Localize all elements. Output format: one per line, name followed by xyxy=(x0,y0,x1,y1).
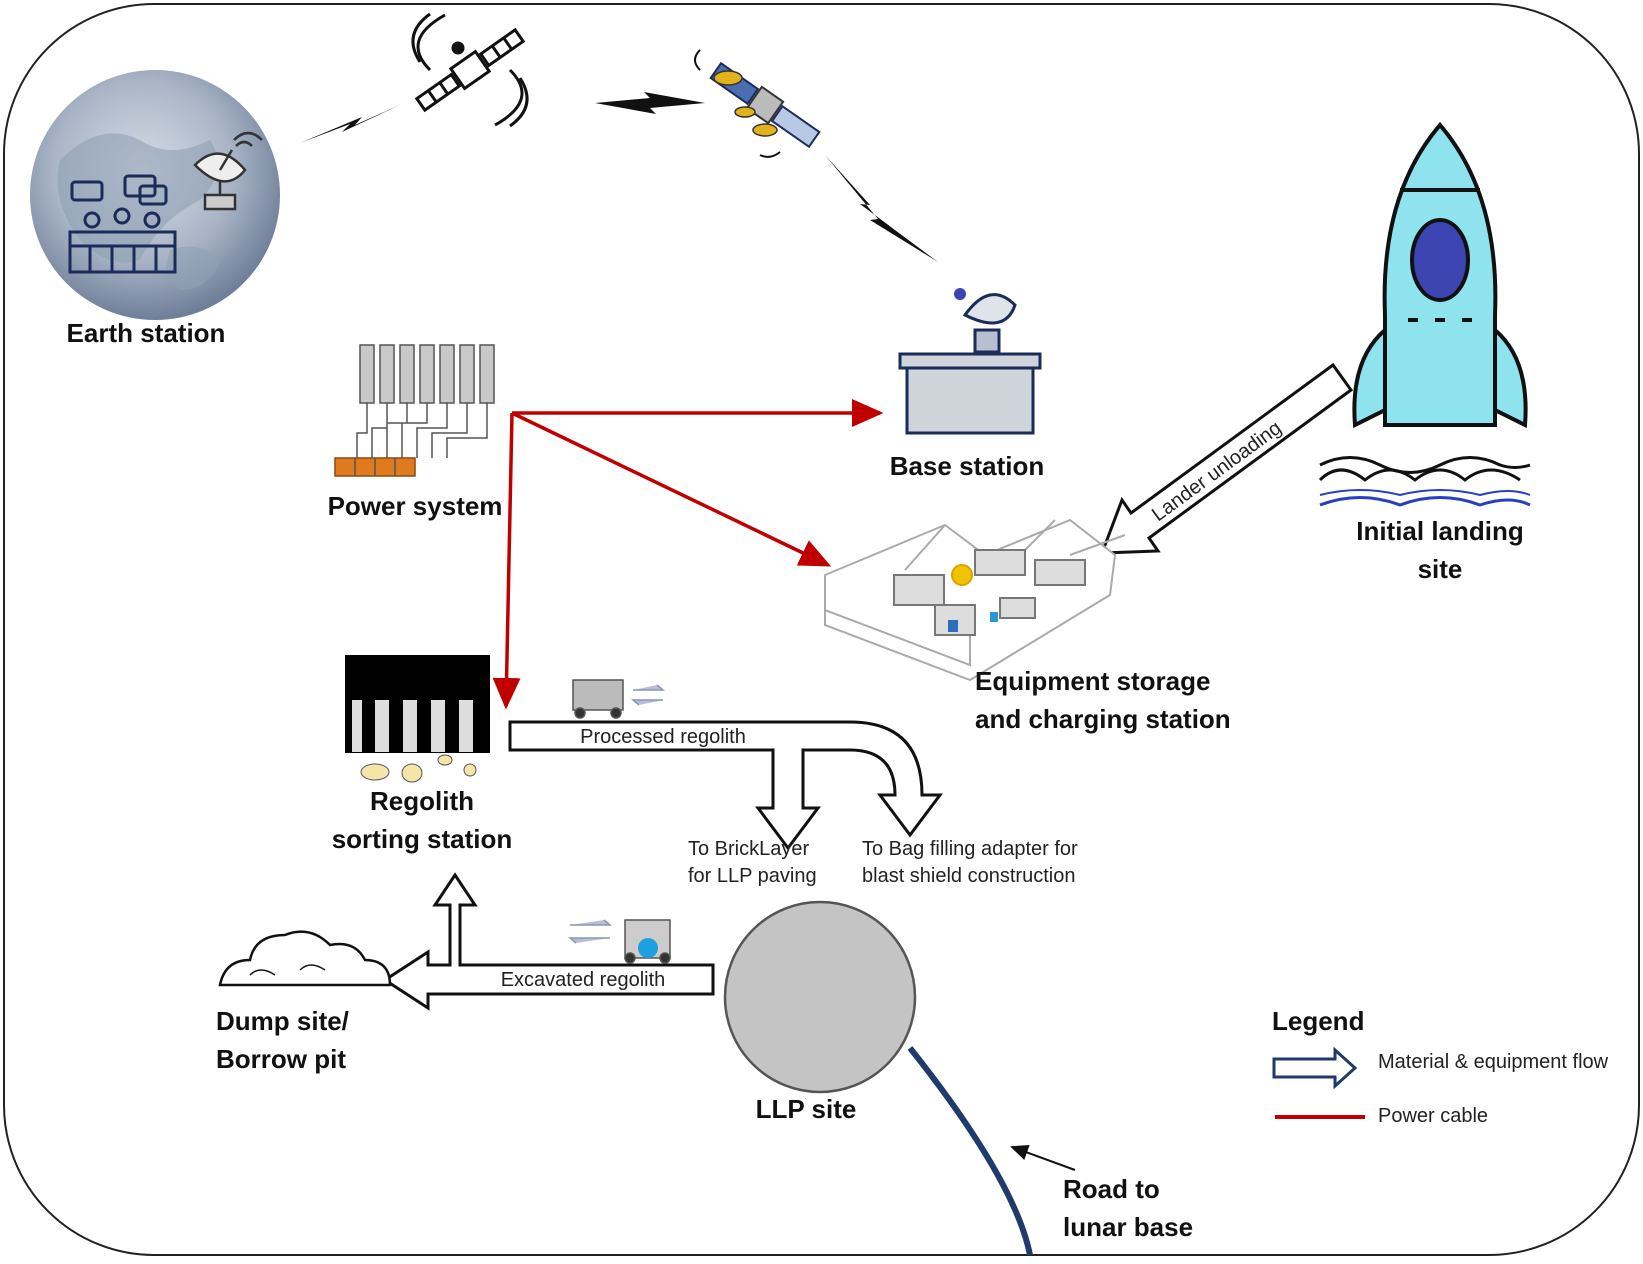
base-station-label: Base station xyxy=(890,451,1045,481)
dump-pile-icon xyxy=(218,930,392,987)
road-to-lunar-base xyxy=(907,1046,1033,1256)
solar-panel-array-icon xyxy=(334,344,495,477)
to-bag-filling-label-line2: blast shield construction xyxy=(862,865,1075,887)
lightning-link-icon xyxy=(300,92,938,262)
regolith-sorter-icon xyxy=(345,655,490,783)
road-label: Road to xyxy=(1063,1174,1160,1204)
initial-landing-site-label: Initial landing xyxy=(1356,516,1524,546)
excavated-regolith-flow-arrow xyxy=(382,872,715,1011)
initial-landing-site-label-line2: site xyxy=(1418,554,1463,584)
legend: Legend Material & equipment flow Power c… xyxy=(1272,1006,1609,1127)
legend-flow-arrow-icon xyxy=(1272,1046,1358,1090)
satellite-icon xyxy=(411,12,529,128)
relay-satellite-icon xyxy=(694,49,821,158)
legend-material-flow-label: Material & equipment flow xyxy=(1378,1051,1609,1073)
to-bag-filling-label: To Bag filling adapter for xyxy=(862,838,1078,860)
regolith-sorting-label-line2: sorting station xyxy=(332,824,513,854)
meeting-people-icon xyxy=(68,174,177,274)
regolith-sorting-label: Regolith xyxy=(370,786,474,816)
road-pointer-arrow xyxy=(1010,1144,1076,1171)
processed-regolith-label: Processed regolith xyxy=(580,726,746,748)
lander-unloading-label: Lander unloading xyxy=(1148,417,1286,526)
dump-site-label-line2: Borrow pit xyxy=(216,1044,346,1074)
equipment-storage-building-icon xyxy=(824,518,1126,682)
diagram-frame xyxy=(3,3,1640,1256)
landing-terrain-icon xyxy=(1318,456,1531,507)
processed-regolith-flow-arrow xyxy=(508,720,943,851)
rover-icon xyxy=(572,679,666,719)
legend-title: Legend xyxy=(1272,1006,1364,1036)
llp-site-label: LLP site xyxy=(756,1094,857,1124)
equipment-storage-label-line2: and charging station xyxy=(975,704,1231,734)
dump-site-label: Dump site/ xyxy=(216,1006,349,1036)
llp-site-circle xyxy=(723,900,917,1094)
lander-unloading-flow-arrow: Lander unloading xyxy=(1099,362,1354,555)
power-system-label: Power system xyxy=(328,491,503,521)
road-label-line2: lunar base xyxy=(1063,1212,1193,1242)
excavated-regolith-label: Excavated regolith xyxy=(501,969,666,991)
equipment-storage-label: Equipment storage xyxy=(975,666,1210,696)
excavator-rover-icon xyxy=(567,919,671,964)
power-cable xyxy=(492,399,884,710)
ground-antenna-icon xyxy=(193,131,263,211)
to-bricklayer-label: To BrickLayer xyxy=(688,838,809,860)
to-bricklayer-label-line2: for LLP paving xyxy=(688,865,817,887)
legend-power-cable-label: Power cable xyxy=(1378,1105,1488,1127)
rocket-icon xyxy=(1352,121,1528,429)
earth-station-label: Earth station xyxy=(67,318,226,348)
base-station-icon xyxy=(898,288,1042,435)
